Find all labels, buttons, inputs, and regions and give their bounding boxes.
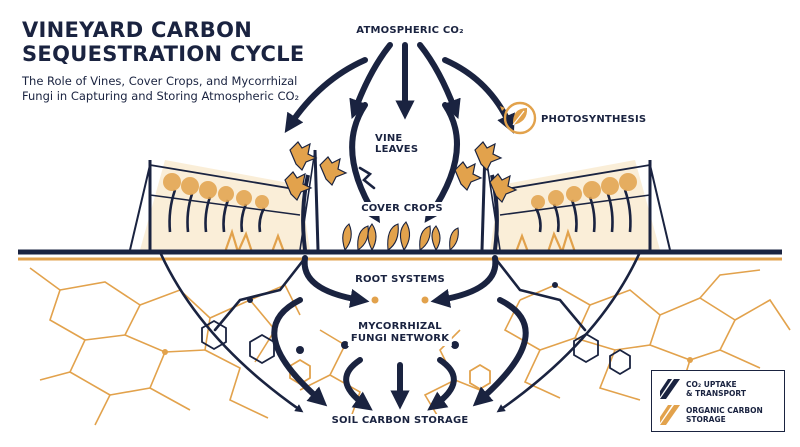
legend-storage-line-2: STORAGE <box>686 415 726 424</box>
title-line-1: VINEYARD CARBON <box>22 18 253 42</box>
central-vines <box>284 141 518 251</box>
legend-swatch-uptake <box>660 379 680 399</box>
vineyard-left <box>129 149 320 253</box>
legend-storage-line-1: ORGANIC CARBON <box>686 406 763 415</box>
diagram-title: VINEYARD CARBON SEQUESTRATION CYCLE <box>22 18 342 66</box>
label-soil-carbon-storage: SOIL CARBON STORAGE <box>328 414 472 428</box>
network-nodes <box>162 282 693 363</box>
vineyard-right <box>480 149 671 253</box>
legend-uptake-line-2: & TRANSPORT <box>686 389 746 398</box>
label-mycorrhizal-fungi: MYCORRHIZAL FUNGI NETWORK <box>347 320 453 346</box>
label-vine-leaves-line-1: VINE <box>375 133 403 144</box>
legend-item-storage: ORGANIC CARBON STORAGE <box>660 405 763 425</box>
legend-label-storage: ORGANIC CARBON STORAGE <box>686 406 763 424</box>
mycelium-network <box>29 267 791 426</box>
legend-swatch-storage <box>660 405 680 425</box>
legend-item-uptake: CO₂ UPTAKE & TRANSPORT <box>660 379 746 399</box>
co2-flow-arrows <box>158 42 642 413</box>
legend-uptake-line-1: CO₂ UPTAKE <box>686 380 737 389</box>
title-line-2: SEQUESTRATION CYCLE <box>22 42 305 66</box>
label-cover-crops: COVER CROPS <box>358 202 446 216</box>
label-fungi-line-2: FUNGI NETWORK <box>350 333 450 344</box>
subtitle-line-1: The Role of Vines, Cover Crops, and Myco… <box>22 74 298 88</box>
diagram-subtitle: The Role of Vines, Cover Crops, and Myco… <box>22 74 322 104</box>
label-vine-leaves-line-2: LEAVES <box>375 144 419 155</box>
legend: CO₂ UPTAKE & TRANSPORT ORGANIC CARBON ST… <box>651 370 785 432</box>
photosynthesis-icon <box>500 101 537 135</box>
label-atmospheric-co2: ATMOSPHERIC CO₂ <box>353 24 467 38</box>
cover-crops-plants <box>342 221 459 252</box>
label-root-systems: ROOT SYSTEMS <box>352 273 448 287</box>
legend-label-uptake: CO₂ UPTAKE & TRANSPORT <box>686 380 746 398</box>
label-vine-leaves: VINE LEAVES <box>372 132 421 156</box>
label-photosynthesis: PHOTOSYNTHESIS <box>538 113 650 126</box>
subtitle-line-2: Fungi in Capturing and Storing Atmospher… <box>22 89 300 103</box>
label-fungi-line-1: MYCORRHIZAL <box>358 321 442 332</box>
